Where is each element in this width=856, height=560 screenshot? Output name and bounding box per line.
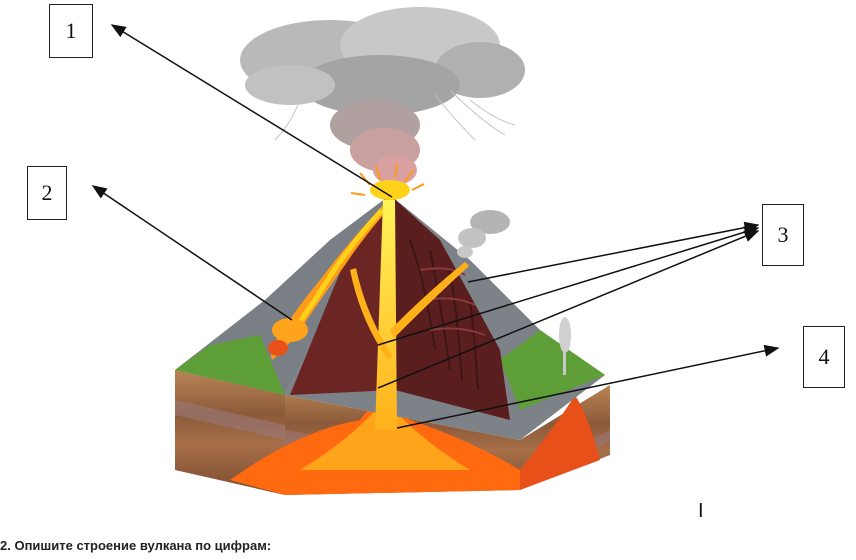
arrow-3c [377,230,760,389]
vent [350,162,469,430]
label-4-text: 4 [818,344,830,369]
label-2-text: 2 [41,180,53,205]
label-3-text: 3 [777,222,789,247]
arrow-2 [91,185,293,321]
label-1-text: 1 [65,18,77,43]
arrow-1 [110,24,393,198]
label-box-3: 3 [762,204,804,266]
label-box-1: 1 [49,4,93,58]
arrow-3b [377,226,760,346]
lava-flow [268,200,392,360]
label-box-4: 4 [803,326,845,388]
volcano-cone [175,195,605,440]
steam-plume [559,317,571,375]
arrow-4 [396,344,780,429]
side-vent-smoke [457,210,510,258]
magma-chamber [230,395,600,495]
text-cursor-mark: I [698,500,704,522]
ash-cloud [240,7,525,185]
arrow-3a [467,221,760,283]
label-box-2: 2 [27,166,67,220]
question-text: 2. Опишите строение вулкана по цифрам: [0,538,272,553]
